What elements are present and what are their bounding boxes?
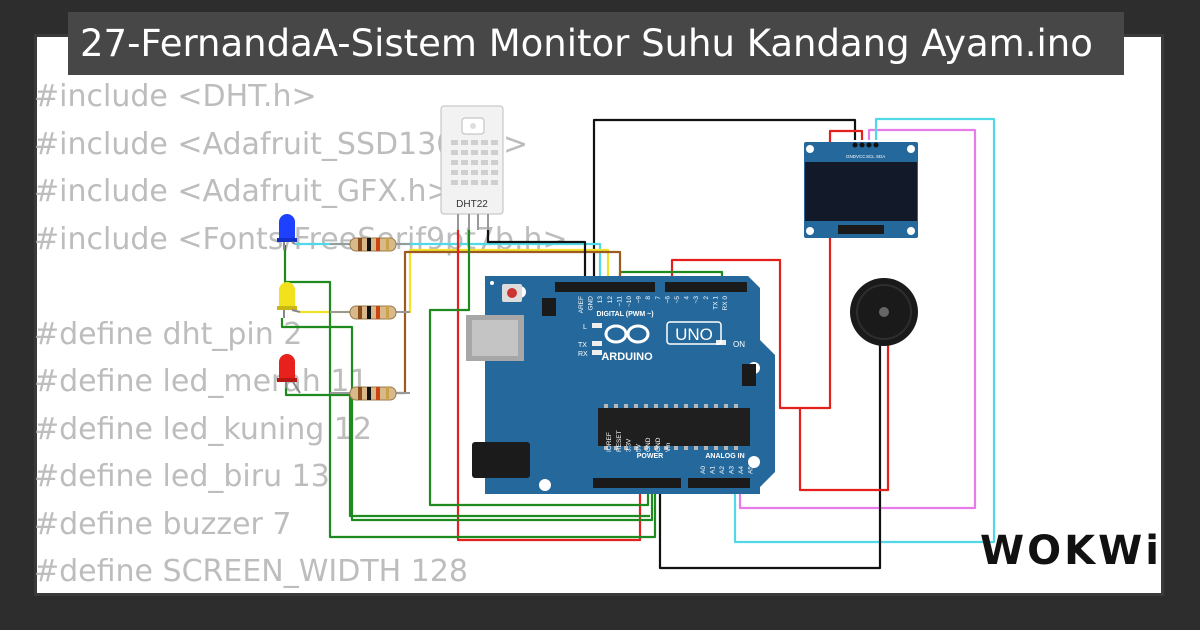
digital-label: DIGITAL (PWM ~) xyxy=(596,311,653,318)
pin-label: IOREF xyxy=(606,432,613,452)
wokwi-logo[interactable]: WOKWi xyxy=(980,528,1162,574)
analog-header xyxy=(688,478,750,488)
wire-green-led2 xyxy=(280,318,654,522)
wire-pink-scl xyxy=(738,128,977,510)
led-blue xyxy=(277,214,297,250)
pin-label: A5 xyxy=(748,466,755,474)
page-title: 27-FernandaA-Sistem Monitor Suhu Kandang… xyxy=(68,12,1124,75)
power-header xyxy=(593,478,681,488)
tx-label: TX xyxy=(578,342,587,349)
oled-pin-label: GND xyxy=(846,154,857,159)
arduino-logo-icon xyxy=(604,324,650,344)
wire-red-buzzer xyxy=(798,340,890,492)
wire-green-led1 xyxy=(283,245,657,539)
wire-green-dht xyxy=(428,230,650,507)
pin-label: ~3 xyxy=(693,296,700,304)
oled-screen xyxy=(805,162,917,221)
reset-button-cap[interactable] xyxy=(507,288,517,298)
rx-label: RX xyxy=(578,351,588,358)
pin-label: RX 0 xyxy=(722,296,729,311)
resistor-3 xyxy=(330,386,410,401)
pin-label: 7 xyxy=(655,296,662,300)
pin-label: A3 xyxy=(729,466,736,474)
pin-label: 3.3V xyxy=(626,438,633,452)
pin-label: A1 xyxy=(710,466,717,474)
dht22-sensor: DHT22 xyxy=(440,105,504,230)
code-line: #define led_kuning 12 xyxy=(34,411,372,447)
pin-label: 12 xyxy=(607,296,614,304)
led-red xyxy=(277,354,301,394)
wire-cyan-sda xyxy=(733,117,996,544)
pin-label: TX 1 xyxy=(712,296,719,310)
pin-label: AREF xyxy=(578,296,585,313)
pin-label: 4 xyxy=(684,296,691,300)
power-jack xyxy=(472,442,530,478)
pin-label: ~11 xyxy=(616,296,623,307)
atmega-chip xyxy=(598,408,750,446)
pin-label: 8 xyxy=(645,296,652,300)
digital-header-high xyxy=(555,282,655,292)
led-yellow xyxy=(277,282,301,318)
pin-label: ~10 xyxy=(626,296,633,307)
pin-label: GND xyxy=(655,437,662,452)
pin-label: Vin xyxy=(665,442,672,452)
code-line: #include <DHT.h> xyxy=(34,79,317,114)
code-line: #include <Adafruit_GFX.h> xyxy=(34,174,452,209)
pin-label: 13 xyxy=(597,296,604,304)
code-line: #define dht_pin 2 xyxy=(34,316,303,352)
pin-label: RESET xyxy=(616,430,623,452)
l-label: L xyxy=(583,324,587,331)
pin-label: A2 xyxy=(719,466,726,474)
digital-header-low xyxy=(665,282,747,292)
pin-label: A4 xyxy=(738,466,745,474)
power-label: POWER xyxy=(637,453,663,460)
analog-label: ANALOG IN xyxy=(705,453,744,460)
wire-black-dht xyxy=(486,230,587,290)
wire-black-buzzer xyxy=(658,340,882,570)
arduino-label: ARDUINO xyxy=(601,351,653,363)
code-line: #define led_biru 13 xyxy=(34,459,330,494)
arduino-uno-board: DIGITAL (PWM ~) ANALOG IN POWER ON L TX … xyxy=(466,276,775,494)
pin-label: A0 xyxy=(700,466,707,474)
pin-label: ~5 xyxy=(674,296,681,304)
wire-red-power xyxy=(456,230,642,542)
resistor-2 xyxy=(330,305,410,320)
pin-label: 2 xyxy=(703,296,710,300)
on-label: ON xyxy=(733,340,745,349)
dht22-label: DHT22 xyxy=(456,199,488,210)
pin-label: ~9 xyxy=(636,296,643,304)
oled-pin-label: VCC xyxy=(856,154,866,159)
resistor-1 xyxy=(330,237,410,252)
wire-red-vcc xyxy=(670,129,864,410)
code-line: #define buzzer 7 xyxy=(34,506,292,542)
pin-label: 5V xyxy=(635,443,642,452)
code-background: #include <DHT.h>#include <Adafruit_SSD13… xyxy=(34,73,568,596)
pin-label: GND xyxy=(645,437,652,452)
pin-label: ~6 xyxy=(664,296,671,304)
pin-label: GND xyxy=(588,296,595,311)
oled-pin-label: SCL xyxy=(866,154,875,159)
oled-pin-label: SDA xyxy=(876,154,885,159)
uno-label: UNO xyxy=(675,325,713,344)
buzzer xyxy=(850,278,918,346)
code-line: #define SCREEN_WIDTH 128 xyxy=(34,554,469,589)
